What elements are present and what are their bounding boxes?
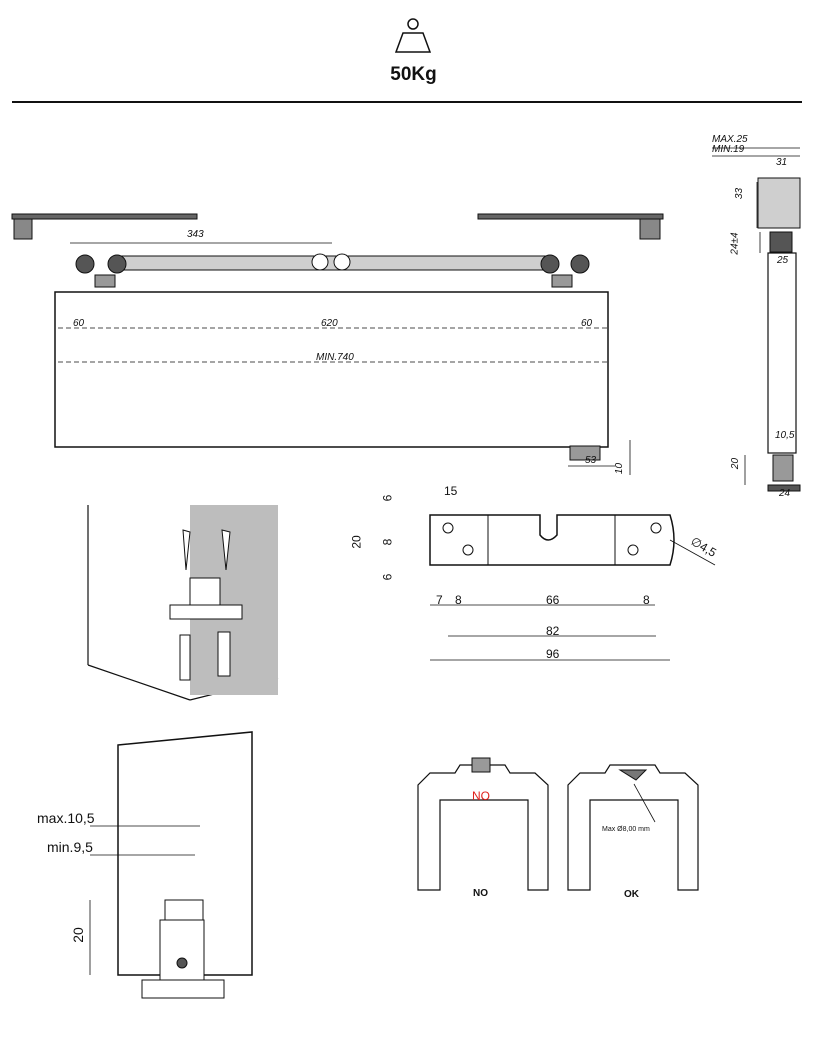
side-dim-24b: 24 [779,488,791,499]
side-dim-10-5: 10,5 [775,430,795,441]
dimension-min740: MIN.740 [316,352,354,363]
bracket-dim-66: 66 [546,593,560,607]
bracket-dim-6a: 6 [380,494,395,502]
side-min19: MIN.19 [712,144,745,155]
track-no-label: NO [473,888,488,899]
left-track-end [11,213,198,240]
bracket-dim-8v: 8 [380,538,395,546]
carriage-assembly [75,253,590,288]
dimension-10: 10 [614,462,626,475]
guide-max-label: max.10,5 [37,810,95,826]
track-ok-label: OK [624,889,639,900]
bracket-dim-20: 20 [349,535,364,549]
dimension-620: 620 [321,318,338,329]
side-dim-24: 24±4 [729,232,741,255]
side-view-drawing [712,147,801,492]
dimension-60-left: 60 [73,318,85,329]
weight-icon [394,18,432,53]
bracket-plan [429,514,716,661]
guide-min-label: min.9,5 [47,839,93,855]
right-track-end [477,213,664,240]
bracket-dim-8b: 8 [643,593,650,607]
track-sections [417,757,699,891]
bracket-dim-15: 15 [444,484,458,498]
side-dim-20: 20 [730,457,742,470]
track-max-diameter: Max Ø8,00 mm [602,826,650,833]
bracket-dim-96: 96 [546,647,560,661]
track-no-warning: NO [472,789,490,803]
guide-detail [89,731,253,999]
side-dim-33: 33 [734,187,746,200]
bracket-dim-82: 82 [546,624,560,638]
side-max25: MAX.25 [712,134,748,145]
header-divider [12,101,802,103]
weight-capacity: 50Kg [390,64,437,85]
bracket-dim-6b: 6 [380,573,395,581]
dimension-53: 53 [585,455,597,466]
guide-height-label: 20 [69,927,86,943]
side-dim-31: 31 [776,157,788,168]
door-panel [54,291,609,448]
mounting-illustration [87,505,279,701]
bracket-dim-8a: 8 [455,593,462,607]
side-dim-25: 25 [777,255,789,266]
dimension-343: 343 [187,229,204,240]
bracket-dim-7: 7 [436,593,443,607]
dimension-60-right: 60 [581,318,593,329]
floor-guide [569,445,601,461]
